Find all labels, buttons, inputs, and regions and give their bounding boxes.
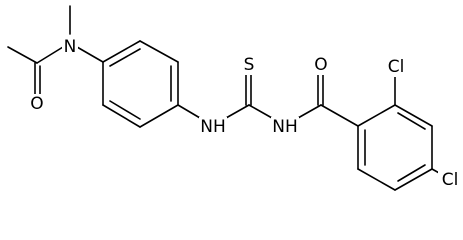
atom-nh-right: NH [271, 117, 299, 137]
bond-ring-nh-left [177, 104, 201, 119]
ring1-inner-bond-c [109, 100, 141, 120]
atom-label-nh-right: NH [272, 117, 298, 137]
atom-s-thio: S [241, 55, 257, 75]
ring2-inner-bond-a [397, 112, 426, 130]
ring2-bond-2 [394, 104, 433, 127]
atom-cl-para: Cl [438, 170, 462, 190]
atom-nh-left: NH [199, 117, 227, 137]
molecule-structure: N O NH S NH O Cl Cl [7, 5, 462, 191]
atom-label-o-acetyl: O [30, 94, 43, 114]
atom-label-nh-left: NH [200, 117, 226, 137]
ring2-bond-4 [394, 168, 433, 191]
bond-n-ring [76, 46, 104, 63]
ring1-bond-5 [102, 104, 141, 128]
atom-o-acetyl: O [29, 94, 45, 114]
benzoyl-carbonyl [317, 73, 359, 127]
bond-nh-right-carbonyl [297, 104, 322, 119]
bond-carbonyl-ring [320, 104, 359, 127]
ring1-bond-1 [102, 40, 141, 63]
ring1-bond-4 [139, 104, 179, 128]
bond-thiocarbon-nh-right [248, 104, 273, 119]
n-methylacetamide-group [7, 5, 104, 96]
atom-label-o-benzoyl: O [314, 55, 327, 75]
atom-n-amide: N [62, 37, 78, 57]
atom-label-cl-para: Cl [442, 170, 459, 190]
ring2-bond-5 [357, 168, 396, 191]
phenyl-ring-left [102, 40, 179, 128]
bond-acetyl-carbonyl-carbon-n [36, 46, 64, 64]
atom-label-n: N [64, 37, 77, 57]
atom-o-benzoyl: O [313, 55, 329, 75]
bond-acetyl-methyl [7, 46, 38, 64]
ring1-bond-2 [139, 40, 179, 63]
ring2-inner-bond-b [397, 164, 426, 182]
ring1-inner-bond-a [109, 48, 141, 67]
atom-label-cl-ortho: Cl [388, 57, 405, 77]
thiourea-linker [177, 73, 322, 119]
bond-nh-left-thiocarbon [225, 104, 250, 119]
phenyl-ring-right [357, 75, 442, 191]
atom-cl-ortho: Cl [384, 57, 408, 77]
atom-label-s: S [244, 55, 255, 75]
ring2-bond-1 [357, 104, 396, 127]
